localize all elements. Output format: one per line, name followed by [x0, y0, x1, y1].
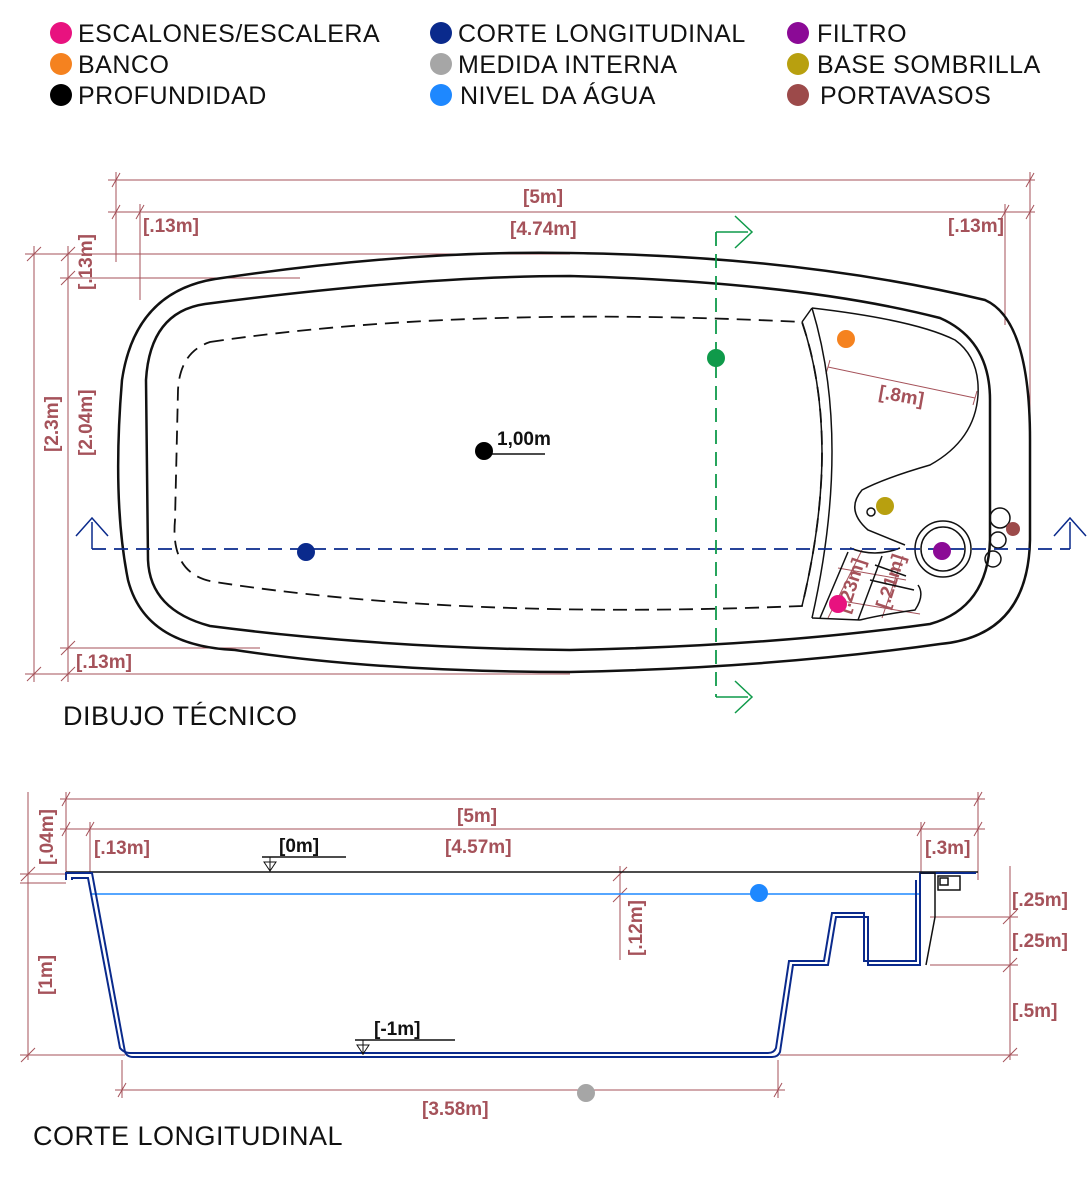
legend: ESCALONES/ESCALERA BANCO PROFUNDIDAD COR…: [50, 20, 1041, 110]
legend-label-profundidad: PROFUNDIDAD: [78, 82, 267, 110]
legend-label-nivel-agua: NIVEL DA ÁGUA: [460, 81, 656, 110]
legend-item-escalones: ESCALONES/ESCALERA: [50, 20, 380, 48]
filtro-marker: [787, 22, 809, 44]
depth-marker: [475, 442, 493, 460]
portavasos-marker: [787, 84, 809, 106]
profundidad-marker: [50, 84, 72, 106]
legend-item-filtro: FILTRO: [787, 20, 907, 48]
filter-housing-wall: [920, 872, 936, 966]
cross-section-marker: [707, 349, 725, 367]
pool-profile-inner: [71, 877, 917, 1054]
filter-housing-box: [937, 875, 961, 891]
bench-marker: [837, 330, 855, 348]
legend-label-base-sombrilla: BASE SOMBRILLA: [817, 51, 1041, 79]
section-dimension-labels: [.04m] [5m] [.13m] [4.57m] [.3m] [.12m] …: [36, 806, 1068, 1120]
level-top-marker: [0m]: [262, 836, 346, 872]
umbrella-base-marker: [876, 497, 894, 515]
section-right-border-label: [.3m]: [925, 838, 970, 859]
plan-top-border-label: [.13m]: [76, 234, 97, 290]
long-section-marker: [297, 543, 315, 561]
section-dimension-lines: [20, 791, 1018, 1098]
nivel-agua-marker: [430, 84, 452, 106]
legend-label-filtro: FILTRO: [817, 20, 907, 48]
section-total-length-label: [5m]: [457, 806, 497, 827]
legend-item-profundidad: PROFUNDIDAD: [50, 82, 267, 110]
pool-floor-outline: [173, 315, 823, 611]
level-top-label: [0m]: [279, 836, 319, 857]
legend-label-banco: BANCO: [78, 51, 169, 79]
cup-holder-marker: [1006, 522, 1020, 536]
plan-view: [5m] [4.74m] [.13m] [.13m] [.13m] [2.3m]…: [25, 172, 1087, 731]
plan-left-border-label: [.13m]: [143, 216, 199, 237]
section-left-border-label: [.13m]: [94, 838, 150, 859]
cup-holder-3: [984, 550, 1002, 568]
level-bottom-marker: [-1m]: [355, 1019, 455, 1055]
plan-total-width-label: [2.3m]: [42, 396, 63, 452]
pool-profile-outer: [65, 872, 976, 1058]
legend-item-corte-longitudinal: CORTE LONGITUDINAL: [430, 20, 746, 48]
filter-housing-inner: [939, 877, 949, 886]
plan-inner-length-label: [4.74m]: [510, 219, 577, 240]
section-step-b-label: [.25m]: [1012, 931, 1068, 952]
section-step-a-label: [.25m]: [1012, 890, 1068, 911]
filter-marker: [933, 542, 951, 560]
legend-label-corte-longitudinal: CORTE LONGITUDINAL: [458, 20, 746, 48]
section-water-gap-label: [.12m]: [626, 900, 647, 956]
legend-item-base-sombrilla: BASE SOMBRILLA: [787, 51, 1041, 79]
plan-bottom-border-label: [.13m]: [76, 652, 132, 673]
cup-holder-2: [989, 531, 1007, 549]
escalones-marker: [50, 22, 72, 44]
legend-item-medida-interna: MEDIDA INTERNA: [430, 51, 678, 79]
legend-item-banco: BANCO: [50, 51, 169, 79]
pool-outer-rim: [116, 251, 1032, 674]
legend-label-portavasos: PORTAVASOS: [820, 82, 991, 110]
long-section-line: [75, 516, 1087, 550]
plan-right-border-label: [.13m]: [948, 216, 1004, 237]
section-inner-length-label: [4.57m]: [445, 837, 512, 858]
internal-measure-marker: [577, 1084, 595, 1102]
legend-item-nivel-agua: NIVEL DA ÁGUA: [430, 81, 656, 110]
cup-holder-1: [989, 507, 1011, 529]
base-sombrilla-marker: [787, 53, 809, 75]
section-floor-length-label: [3.58m]: [422, 1099, 489, 1120]
legend-item-portavasos: PORTAVASOS: [787, 82, 991, 110]
banco-marker: [50, 53, 72, 75]
water-level-marker: [750, 884, 768, 902]
corte-longitudinal-marker: [430, 22, 452, 44]
bench-steps-detail: [801, 307, 1011, 621]
umbrella-base-hole: [866, 507, 876, 517]
plan-inner-width-label: [2.04m]: [76, 389, 97, 456]
cross-section-line: [715, 215, 754, 714]
steps-marker: [829, 595, 847, 613]
level-bottom-label: [-1m]: [374, 1019, 420, 1040]
medida-interna-marker: [430, 53, 452, 75]
legend-label-medida-interna: MEDIDA INTERNA: [458, 51, 678, 79]
pool-inner-wall: [144, 274, 992, 652]
depth-label: 1,00m: [497, 429, 551, 450]
plan-title: DIBUJO TÉCNICO: [63, 701, 298, 731]
plan-total-length-label: [5m]: [523, 187, 563, 208]
legend-label-escalones: ESCALONES/ESCALERA: [78, 20, 380, 48]
section-step-c-label: [.5m]: [1012, 1001, 1057, 1022]
section-view: [.04m] [5m] [.13m] [4.57m] [.3m] [.12m] …: [20, 791, 1068, 1151]
filter-inner-ring: [920, 526, 966, 572]
section-title: CORTE LONGITUDINAL: [33, 1121, 343, 1151]
section-depth-label: [1m]: [36, 955, 57, 995]
section-rim-label: [.04m]: [37, 809, 58, 865]
